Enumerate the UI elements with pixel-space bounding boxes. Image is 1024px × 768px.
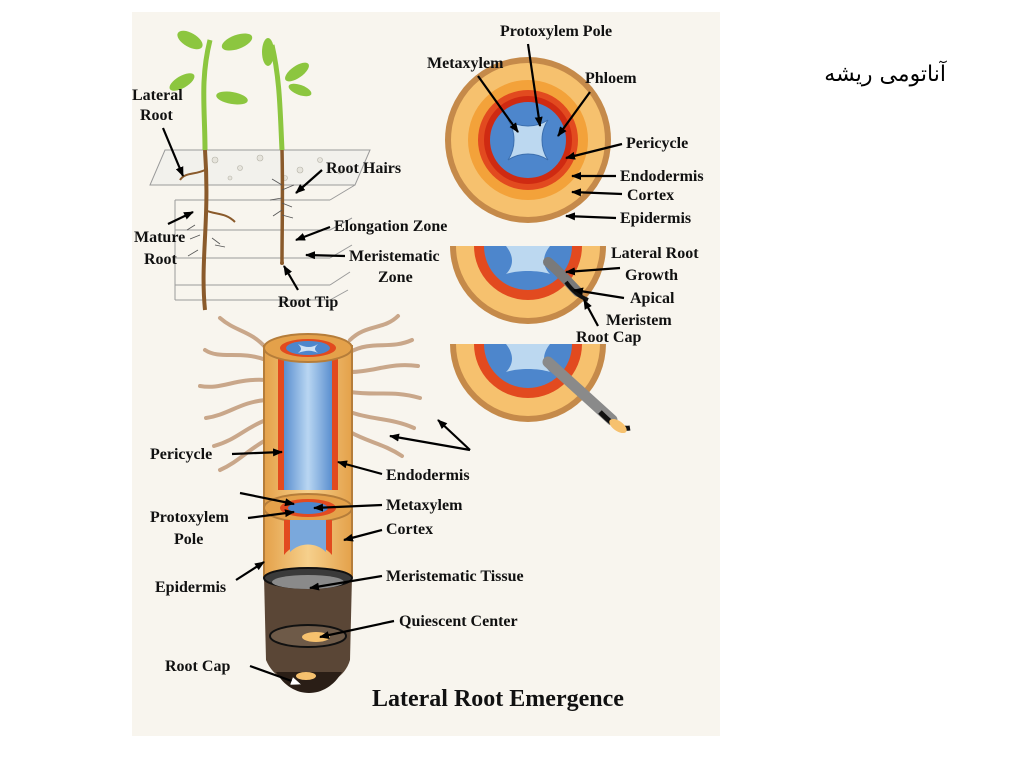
label-mature-root: Mature: [134, 229, 185, 246]
label-lateral-root: Lateral: [132, 87, 183, 104]
plant-illustration: [149, 30, 371, 311]
label-meristematic-zone: Meristematic: [349, 248, 440, 265]
label-lateral-root-growth-2: Growth: [625, 267, 678, 284]
label-metaxylem-bottom: Metaxylem: [386, 497, 463, 514]
root-hairs: [198, 314, 422, 472]
arrow-epidermis-bottom: [235, 561, 265, 581]
label-cortex-bottom: Cortex: [386, 521, 433, 538]
arrow-metaxylem-top: [477, 75, 519, 133]
label-quiescent-center: Quiescent Center: [399, 613, 518, 630]
arrow-cortex-top: [571, 188, 623, 197]
label-protoxylem-pole: Protoxylem Pole: [500, 23, 612, 40]
root-cross-section: [445, 57, 611, 223]
soil-pebbles: [211, 154, 343, 181]
arrow-apical-meristem: [573, 287, 625, 300]
arrow-protoxylem-pole-bottom: [247, 509, 295, 520]
arrow-cortex-bottom: [343, 528, 383, 542]
slide-title: آناتومی ریشه: [824, 62, 946, 87]
label-lateral-root-growth: Lateral Root: [611, 245, 699, 262]
label-apical-meristem: Apical: [630, 290, 675, 307]
figure-caption: Lateral Root Emergence: [372, 686, 624, 712]
label-root-cap-bottom: Root Cap: [165, 658, 230, 675]
arrow-protoxylem-pole: [526, 43, 543, 127]
arrow-root-tip: [283, 265, 299, 291]
label-epidermis-top: Epidermis: [620, 210, 691, 227]
arrow-metaxylem-upper: [239, 491, 295, 507]
arrow-root-hairs-2: [437, 419, 471, 451]
arrow-epidermis-top: [565, 212, 617, 221]
label-protoxylem-pole-bottom: Protoxylem: [150, 509, 229, 526]
label-root-hairs: Root Hairs: [326, 160, 401, 177]
arrow-meristematic-tissue: [309, 574, 383, 591]
arrow-phloem: [557, 91, 591, 137]
right-seedling: [262, 38, 312, 265]
label-phloem: Phloem: [585, 70, 637, 87]
label-pericycle-bottom: Pericycle: [150, 446, 212, 463]
label-protoxylem-pole-bottom-2: Pole: [174, 531, 203, 548]
arrow-endodermis-bottom: [337, 460, 383, 476]
label-pericycle-top: Pericycle: [626, 135, 688, 152]
label-root-tip: Root Tip: [278, 294, 338, 311]
arrow-quiescent-center: [319, 619, 395, 640]
arrow-meristematic-zone: [305, 251, 346, 260]
arrow-metaxylem-bottom: [313, 503, 383, 512]
label-cortex-top: Cortex: [627, 187, 674, 204]
label-meristematic-tissue: Meristematic Tissue: [386, 568, 524, 585]
arrow-mature-root: [167, 211, 194, 225]
arrow-elongation-zone: [295, 225, 331, 242]
arrow-pericycle-bottom: [231, 448, 283, 457]
label-mature-root-2: Root: [144, 251, 178, 268]
lateral-root-growth-section: [450, 246, 606, 324]
label-root-cap-top: Root Cap: [576, 329, 641, 346]
label-metaxylem-top: Metaxylem: [427, 55, 504, 72]
label-endodermis-bottom: Endodermis: [386, 467, 470, 484]
arrow-root-hairs-1: [389, 433, 471, 452]
label-apical-meristem-2: Meristem: [606, 312, 672, 329]
label-epidermis-bottom: Epidermis: [155, 579, 226, 596]
label-endodermis-top: Endodermis: [620, 168, 704, 185]
arrow-lateral-root-growth: [565, 266, 621, 276]
arrow-pericycle-top: [565, 142, 623, 160]
label-elongation-zone: Elongation Zone: [334, 218, 447, 235]
label-lateral-root-2: Root: [140, 107, 174, 124]
arrow-root-cap-bottom: [249, 664, 301, 686]
label-meristematic-zone-2: Zone: [378, 269, 413, 286]
arrow-lateral-root: [161, 127, 185, 177]
root-anatomy-figure: Lateral Root Root Hairs Mature Root Elon…: [132, 12, 720, 736]
arrow-root-hairs: [295, 169, 323, 194]
lateral-root-emerged-section: [450, 344, 631, 434]
left-seedling: [169, 30, 253, 311]
arrow-root-cap-top: [583, 299, 599, 327]
